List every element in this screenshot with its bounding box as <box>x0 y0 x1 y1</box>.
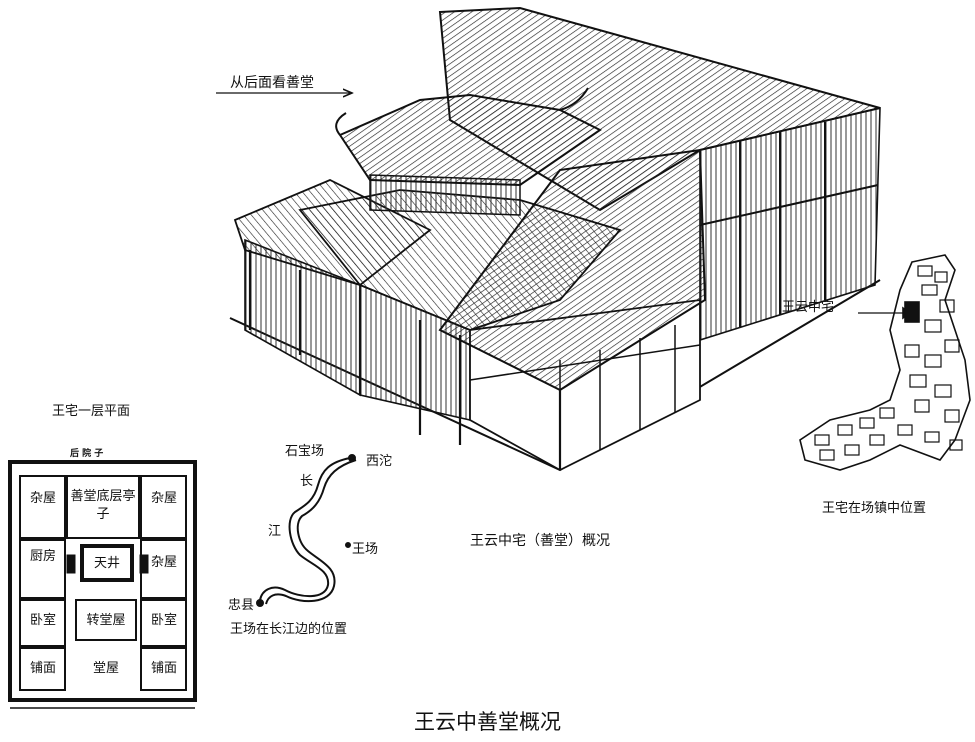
room-pavilion: 善堂底层亭子 <box>70 489 136 522</box>
room-shop-left: 铺面 <box>29 661 56 676</box>
room-transfer-hall: 转堂屋 <box>86 613 126 628</box>
figure-title: 王云中善堂概况 <box>414 710 561 734</box>
floor-plan-drawing <box>8 460 197 709</box>
room-courtyard: 天井 <box>93 556 120 571</box>
room-shop-right: 铺面 <box>150 661 177 676</box>
town-map-caption: 王宅在场镇中位置 <box>822 501 927 516</box>
room-misc-right-top: 杂屋 <box>150 491 177 506</box>
room-kitchen: 厨房 <box>29 549 56 564</box>
view-from-rear-label: 从后面看善堂 <box>230 75 314 91</box>
place-xituo: 西沱 <box>366 454 393 469</box>
building-caption: 王云中宅（善堂）概况 <box>470 533 610 549</box>
room-bedroom-left: 卧室 <box>29 613 56 628</box>
building-illustration <box>229 6 881 472</box>
place-zhongxian: 忠县 <box>228 598 255 613</box>
town-map-drawing <box>799 254 971 471</box>
room-misc-left: 杂屋 <box>29 491 56 506</box>
floor-plan-title: 王宅一层平面 <box>52 404 131 419</box>
river-map-caption: 王场在长江边的位置 <box>230 622 348 637</box>
river-char-jiang: 江 <box>268 524 282 539</box>
room-main-hall: 堂屋 <box>92 661 119 676</box>
town-map-pointer-label: 王云中宅 <box>782 300 835 315</box>
river-map-drawing <box>256 454 357 607</box>
place-wangchang: 王场 <box>352 542 379 557</box>
floor-plan-top-edge-label: 后 院 子 <box>70 449 104 459</box>
room-bedroom-right: 卧室 <box>150 613 177 628</box>
room-misc-right-mid: 杂屋 <box>150 555 177 570</box>
river-char-chang: 长 <box>300 474 314 489</box>
place-shibaochang: 石宝场 <box>285 444 325 459</box>
